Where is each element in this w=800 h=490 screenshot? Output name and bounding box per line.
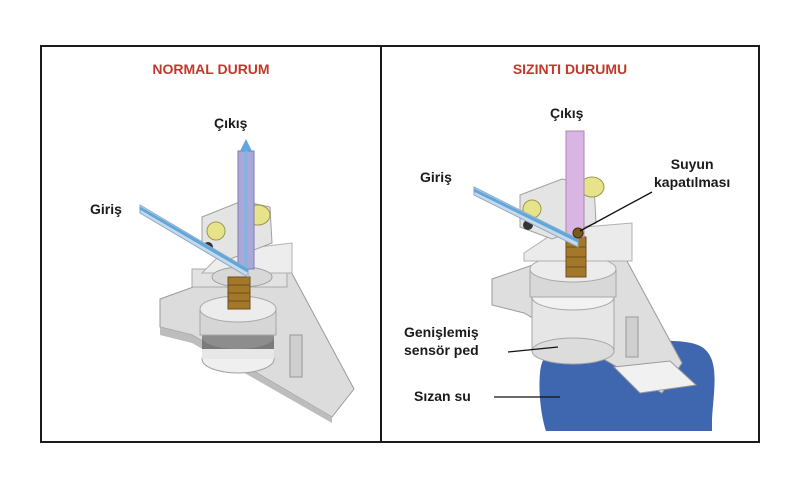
leak-inlet-label: Giriş: [420, 169, 452, 185]
pad-leader-line: [507, 346, 559, 353]
panel-divider: [380, 45, 382, 443]
outlet-arrow: [240, 139, 252, 151]
leak-state-title: SIZINTI DURUMU: [512, 61, 628, 77]
shutoff-label: Suyun kapatılması: [654, 155, 730, 191]
leak-water-label: Sızan su: [414, 388, 471, 404]
outlet-pipe: [565, 130, 585, 238]
leak-valve-illustration: [473, 130, 715, 431]
sensor-window: [612, 360, 698, 394]
normal-inlet-label: Giriş: [90, 201, 122, 217]
expanded-pad-label-line1: Genişlemiş: [404, 324, 479, 340]
normal-outlet-label: Çıkış: [214, 115, 248, 131]
shutoff-leader-line: [579, 191, 653, 232]
leak-state-panel: SIZINTI DURUMU: [382, 47, 758, 441]
expanded-pad-label-line2: sensör ped: [404, 342, 479, 358]
clamp-post: [289, 334, 303, 378]
base-plate-edge: [160, 327, 332, 423]
shutoff-label-line1: Suyun: [670, 156, 714, 172]
normal-valve-illustration: [139, 139, 355, 423]
normal-state-panel: NORMAL DURUM Çı: [42, 47, 380, 441]
clamp-post: [625, 316, 639, 358]
normal-state-title: NORMAL DURUM: [152, 61, 270, 77]
expanded-pad-label: Genişlemiş sensör ped: [404, 323, 479, 359]
leak-outlet-label: Çıkış: [550, 105, 584, 121]
shutoff-label-line2: kapatılması: [654, 174, 731, 190]
